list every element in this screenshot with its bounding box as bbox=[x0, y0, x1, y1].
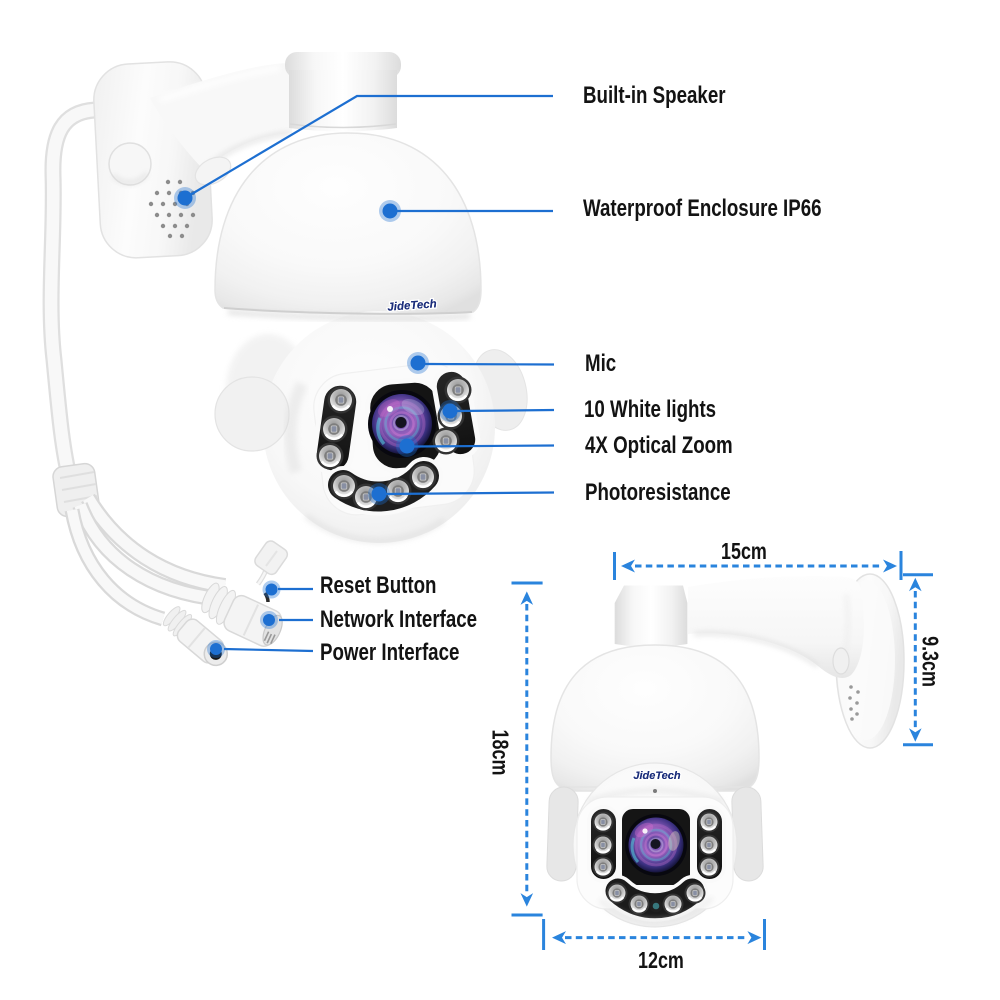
svg-text:JideTech: JideTech bbox=[633, 770, 681, 782]
svg-text:JideTech: JideTech bbox=[633, 770, 681, 782]
svg-text:JideTech: JideTech bbox=[387, 298, 437, 313]
svg-text:JideTech: JideTech bbox=[387, 298, 437, 313]
